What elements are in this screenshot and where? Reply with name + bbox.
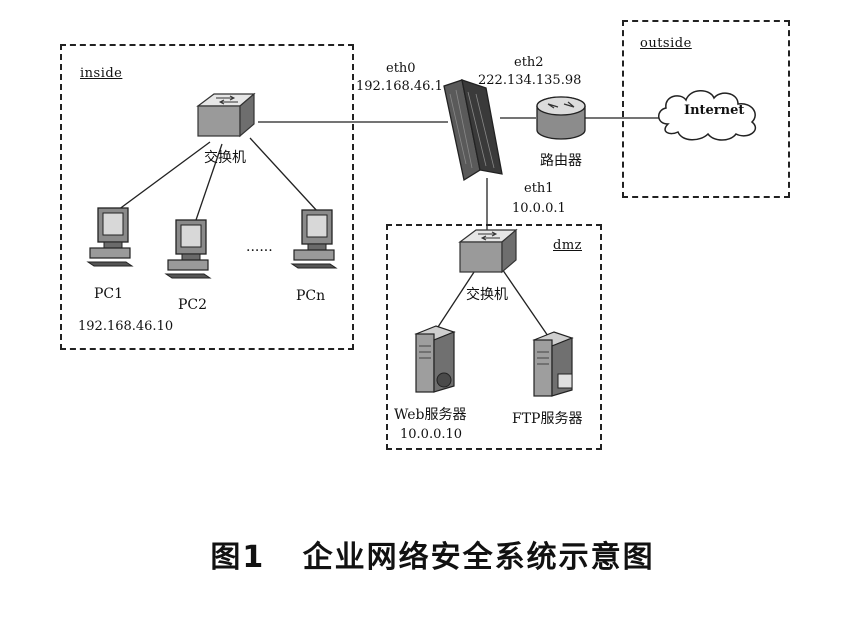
inside-switch-label: 交换机 [204,150,246,166]
link-dmzswitch-ftp [499,265,549,337]
eth1-label: eth1 [524,181,554,196]
pc2-icon [164,219,212,279]
internet-cloud-icon [658,90,757,141]
pc1-icon [86,207,134,267]
internet-label: Internet [684,103,745,118]
eth0-label: eth0 [386,61,416,76]
pc1-ip-label: 192.168.46.10 [78,319,174,334]
eth2-label: eth2 [514,55,544,70]
router-label: 路由器 [540,153,582,169]
figure-caption: 图1 企业网络安全系统示意图 [210,540,655,575]
dmz-zone [386,224,602,450]
web-server-label: Web服务器 [394,407,467,423]
inside-zone [60,44,354,350]
ftp-server-label: FTP服务器 [512,411,583,427]
inside-zone-label: inside [80,66,123,81]
dmz-switch-icon [458,228,518,274]
eth0-ip-label: 192.168.46.1 [356,79,443,94]
ftp-server-icon [532,331,574,397]
link-switch-pcn [249,137,319,213]
outside-zone [622,20,790,198]
pc2-label: PC2 [178,297,208,313]
link-switch-pc2 [195,143,223,221]
link-switch-pc1 [117,141,211,211]
router-icon [536,96,586,140]
link-dmzswitch-web [435,265,479,331]
dmz-zone-label: dmz [553,238,582,253]
web-server-icon [414,325,456,393]
pc-ellipsis: ...... [246,239,273,255]
switch-icon [196,92,256,138]
firewall-icon [443,79,503,182]
eth2-ip-label: 222.134.135.98 [478,73,582,88]
pc1-label: PC1 [94,286,124,302]
dmz-switch-label: 交换机 [466,287,508,303]
web-server-ip-label: 10.0.0.10 [400,427,463,442]
eth1-ip-label: 10.0.0.1 [512,201,566,216]
outside-zone-label: outside [640,36,692,51]
pcn-label: PCn [296,288,326,304]
pcn-icon [290,209,338,269]
